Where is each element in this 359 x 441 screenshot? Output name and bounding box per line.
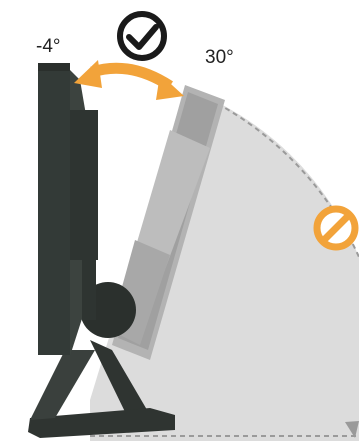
tilted-monitor-ghost <box>110 85 225 360</box>
upright-monitor <box>38 63 98 356</box>
monitor-stand <box>28 340 175 438</box>
tilt-range-arrow <box>74 60 184 100</box>
angle-min-label: -4° <box>36 36 61 57</box>
angle-max-label: 30° <box>205 47 234 68</box>
sector-arrowhead <box>345 421 359 438</box>
checkmark-circle-icon <box>117 11 167 61</box>
prohibited-circle-icon <box>313 205 359 251</box>
prohibited-tilt-sector <box>90 88 359 441</box>
